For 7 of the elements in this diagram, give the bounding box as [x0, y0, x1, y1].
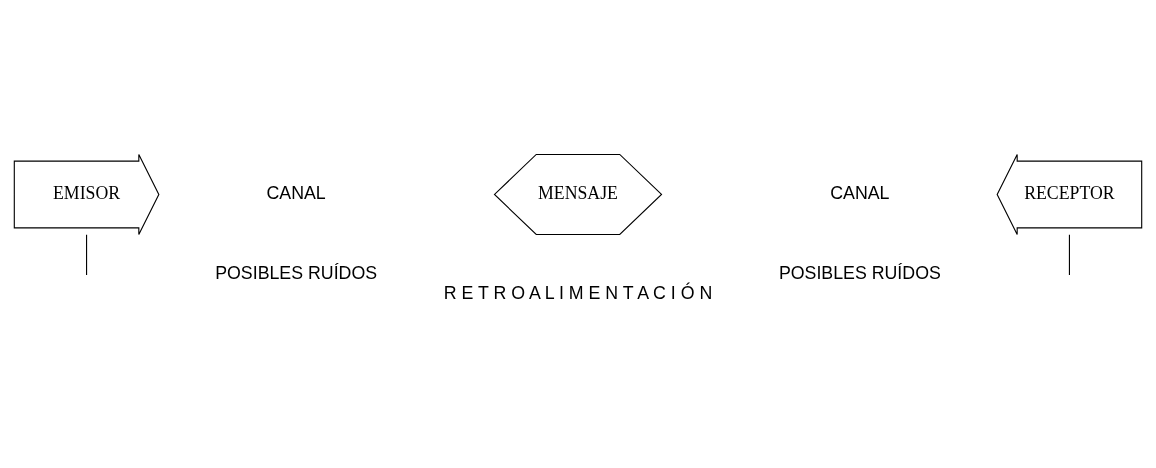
label: R E T R O A L I M E N T A C I Ó N: [443, 282, 713, 303]
label: POSIBLES RUÍDOS: [778, 262, 941, 283]
label: CANAL: [830, 182, 890, 203]
label: POSIBLES RUÍDOS: [215, 262, 378, 283]
connector: [1068, 233, 1070, 276]
connector: [86, 233, 88, 276]
label: CANAL: [266, 182, 326, 203]
